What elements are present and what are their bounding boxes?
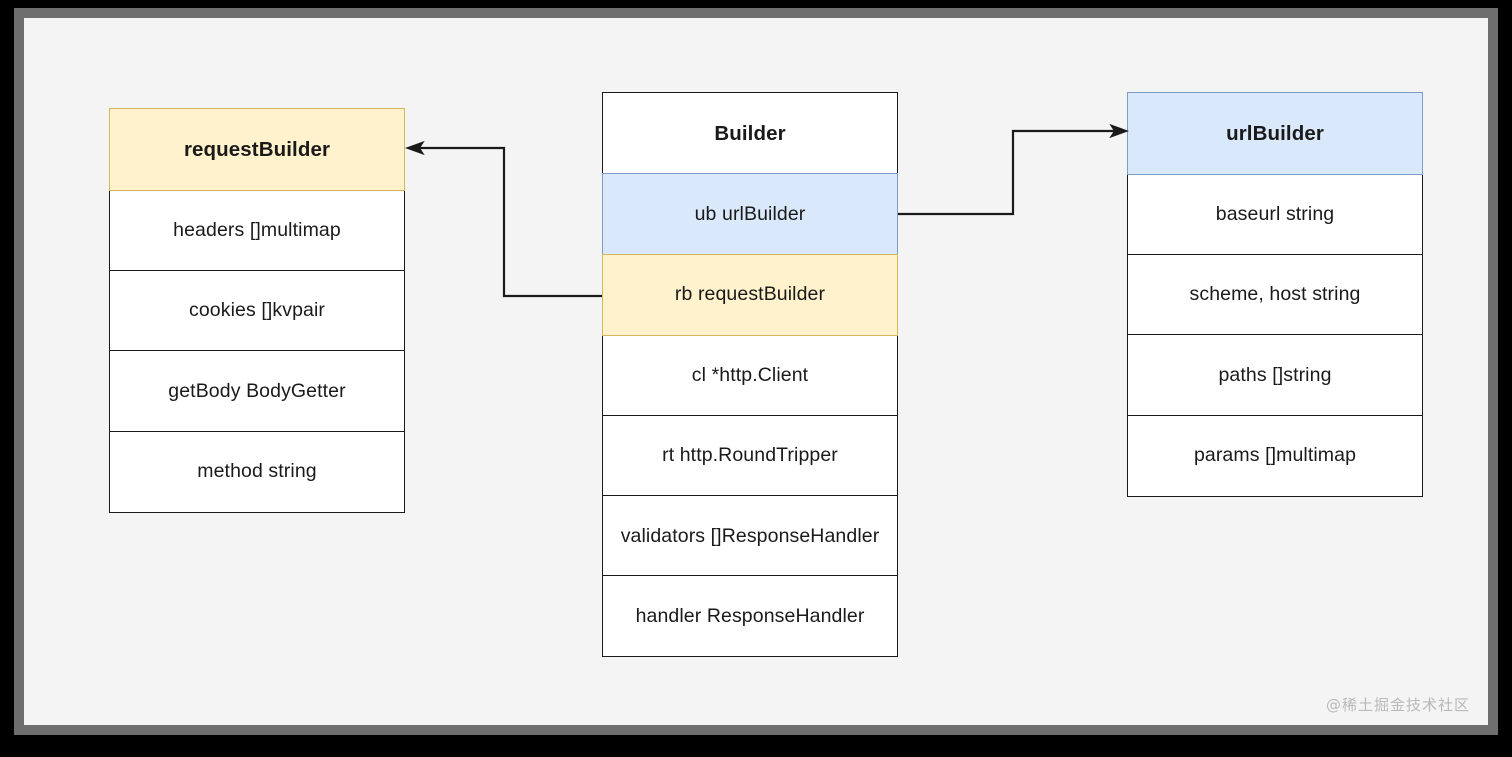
uml-class-title-urlbuilder: urlBuilder xyxy=(1127,92,1423,175)
uml-field-row: getBody BodyGetter xyxy=(109,350,405,433)
watermark-label: @稀土掘金技术社区 xyxy=(1325,696,1470,714)
uml-field-row: paths []string xyxy=(1127,334,1423,417)
uml-field-row: rt http.RoundTripper xyxy=(602,414,898,497)
uml-class-urlbuilder[interactable]: urlBuilder baseurl string scheme, host s… xyxy=(1127,92,1423,497)
diagram-viewer-frame: requestBuilder headers []multimap cookie… xyxy=(14,8,1502,740)
arrowhead-right xyxy=(1109,123,1130,139)
uml-field-row: scheme, host string xyxy=(1127,253,1423,336)
uml-field-row: method string xyxy=(109,430,405,513)
uml-class-builder[interactable]: Builder ub urlBuilder rb requestBuilder … xyxy=(602,92,898,658)
uml-class-title-requestbuilder: requestBuilder xyxy=(109,108,405,191)
uml-field-row: headers []multimap xyxy=(109,189,405,272)
arrowhead-left xyxy=(404,140,425,156)
uml-field-row: validators []ResponseHandler xyxy=(602,495,898,578)
diagram-canvas: requestBuilder headers []multimap cookie… xyxy=(24,18,1488,725)
uml-class-title-builder: Builder xyxy=(602,92,898,175)
uml-field-row: params []multimap xyxy=(1127,414,1423,497)
uml-field-row: handler ResponseHandler xyxy=(602,575,898,658)
uml-field-row-ub: ub urlBuilder xyxy=(602,173,898,256)
uml-field-row: cl *http.Client xyxy=(602,334,898,417)
uml-field-row-rb: rb requestBuilder xyxy=(602,253,898,336)
uml-class-requestbuilder[interactable]: requestBuilder headers []multimap cookie… xyxy=(109,108,405,513)
uml-field-row: baseurl string xyxy=(1127,173,1423,256)
uml-field-row: cookies []kvpair xyxy=(109,269,405,352)
connector-rb-to-requestbuilder xyxy=(404,140,602,298)
connector-ub-to-urlbuilder xyxy=(898,123,1130,216)
